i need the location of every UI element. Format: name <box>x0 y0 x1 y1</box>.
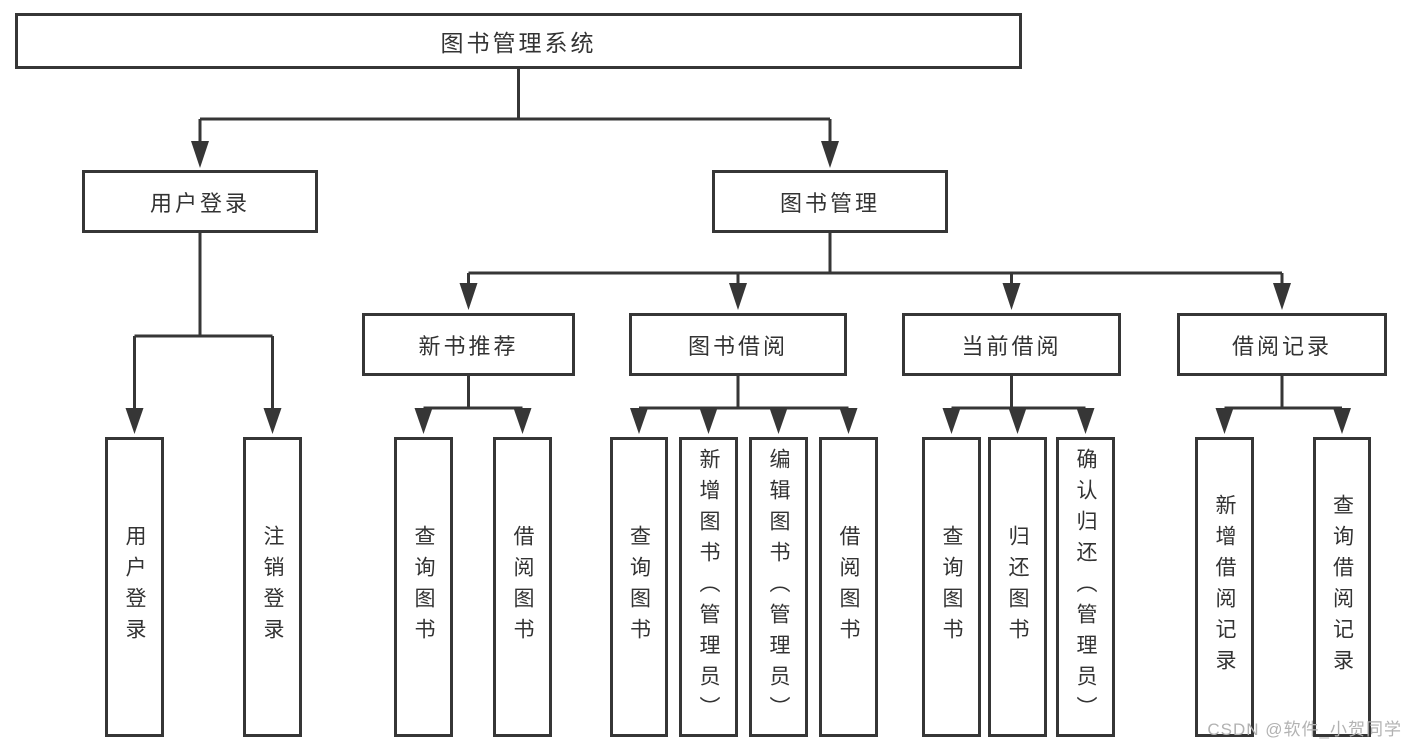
node-root: 图书管理系统 <box>15 13 1022 69</box>
node-current-borrow: 当前借阅 <box>902 313 1121 376</box>
edges-root-to-level2 <box>191 69 839 168</box>
leaf-query-books-recommend: 查询图书 <box>394 437 453 737</box>
edges-book-borrow-children <box>630 376 858 434</box>
edges-user-login-children <box>125 233 282 434</box>
leaf-query-books-current: 查询图书 <box>922 437 981 737</box>
node-borrow-records: 借阅记录 <box>1177 313 1387 376</box>
edges-new-book-recommend-children <box>414 376 532 434</box>
leaf-query-books-borrow: 查询图书 <box>610 437 668 737</box>
leaf-confirm-return-admin: 确认归还（管理员） <box>1056 437 1115 737</box>
node-new-book-recommend: 新书推荐 <box>362 313 575 376</box>
leaf-add-borrow-record: 新增借阅记录 <box>1195 437 1254 737</box>
leaf-logout: 注销登录 <box>243 437 302 737</box>
leaf-borrow-books-recommend: 借阅图书 <box>493 437 552 737</box>
node-book-borrow: 图书借阅 <box>629 313 847 376</box>
edges-book-management-children <box>459 233 1291 310</box>
leaf-borrow-books-borrow: 借阅图书 <box>819 437 878 737</box>
leaf-query-borrow-record: 查询借阅记录 <box>1313 437 1371 737</box>
node-book-management: 图书管理 <box>712 170 948 233</box>
edges-current-borrow-children <box>942 376 1095 434</box>
leaf-edit-book-admin: 编辑图书（管理员） <box>749 437 808 737</box>
edges-borrow-records-children <box>1215 376 1351 434</box>
leaf-add-book-admin: 新增图书（管理员） <box>679 437 738 737</box>
leaf-user-login: 用户登录 <box>105 437 164 737</box>
watermark-text: CSDN @软件_小贺同学 <box>1207 720 1402 739</box>
leaf-return-book: 归还图书 <box>988 437 1047 737</box>
node-user-login: 用户登录 <box>82 170 318 233</box>
